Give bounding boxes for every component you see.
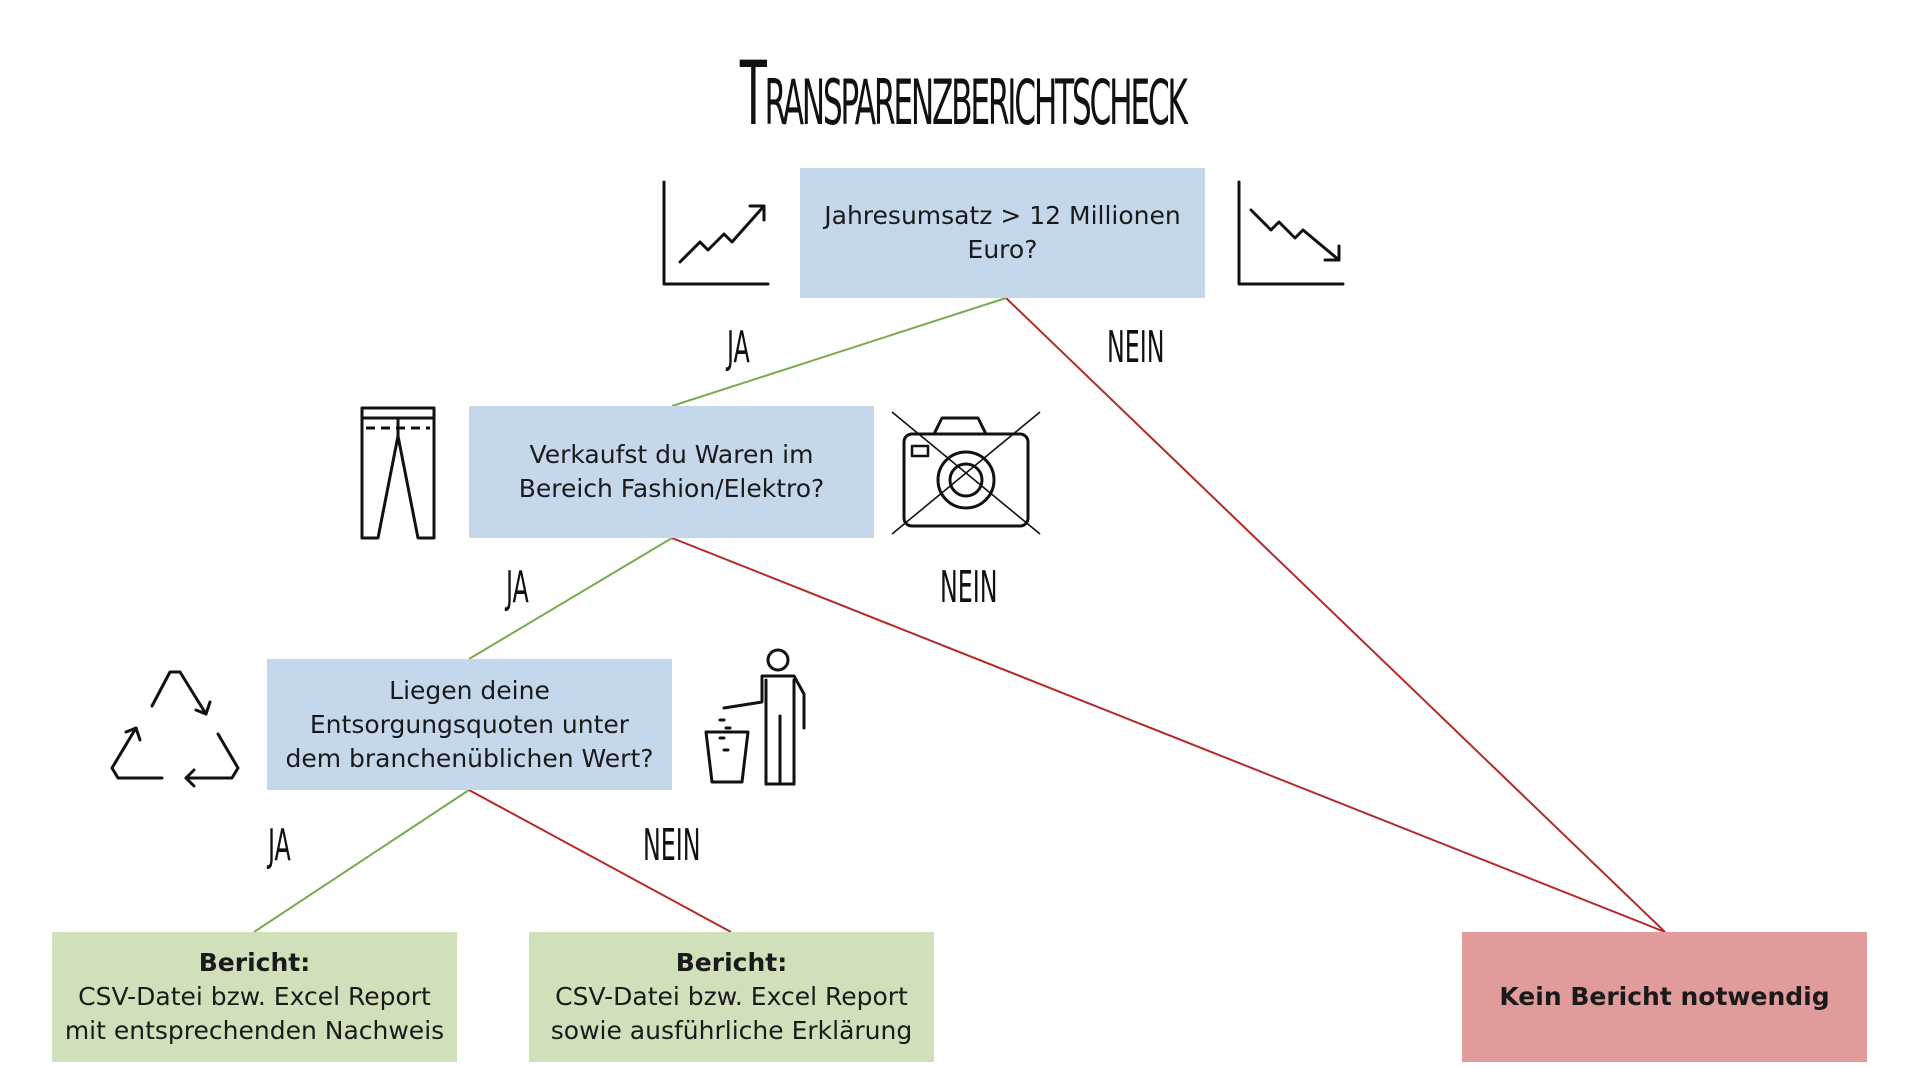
result-heading: Bericht: xyxy=(675,948,788,977)
edge-label-q2-no: NEIN xyxy=(940,562,998,613)
edge-q1-no-line xyxy=(1005,297,1666,933)
question-node-revenue: Jahresumsatz > 12 Millionen Euro? xyxy=(800,168,1205,298)
result-node-no-report: Kein Bericht notwendig xyxy=(1462,932,1867,1062)
result-line: CSV-Datei bzw. Excel Report xyxy=(555,982,908,1011)
result-heading: Bericht: xyxy=(198,948,311,977)
page-title: Transparenzberichtscheck xyxy=(739,42,1188,145)
result-line: sowie ausführliche Erklärung xyxy=(550,1016,913,1045)
edge-q2-yes-line xyxy=(468,537,673,660)
question-text: Jahresumsatz > 12 Millionen Euro? xyxy=(824,201,1181,264)
edge-label-q3-yes: JA xyxy=(268,820,291,871)
edge-label-q1-yes: JA xyxy=(727,322,750,373)
edge-q3-no-line xyxy=(468,789,732,933)
chart-up-icon xyxy=(662,180,770,286)
edge-q1-yes-line xyxy=(671,297,1007,407)
question-node-disposal-rate: Liegen deine Entsorgungsquoten unter dem… xyxy=(267,659,672,790)
edge-label-q3-no: NEIN xyxy=(643,820,701,871)
result-node-report-proof: Bericht: CSV-Datei bzw. Excel Report mit… xyxy=(52,932,457,1062)
edge-label-q2-yes: JA xyxy=(506,562,529,613)
camera-crossed-icon xyxy=(891,411,1041,535)
question-node-fashion-electro: Verkaufst du Waren im Bereich Fashion/El… xyxy=(469,406,874,538)
edge-q2-no-line xyxy=(671,537,1666,933)
question-text: Liegen deine Entsorgungsquoten unter dem… xyxy=(285,675,654,773)
question-text: Verkaufst du Waren im Bereich Fashion/El… xyxy=(518,440,825,503)
result-line: CSV-Datei bzw. Excel Report xyxy=(78,982,431,1011)
result-text: Kein Bericht notwendig xyxy=(1499,982,1830,1011)
edge-q3-yes-line xyxy=(253,789,470,933)
recycle-icon xyxy=(110,670,240,788)
result-node-report-explanation: Bericht: CSV-Datei bzw. Excel Report sow… xyxy=(529,932,934,1062)
person-trash-icon xyxy=(704,648,806,786)
result-line: mit entsprechenden Nachweis xyxy=(64,1016,445,1045)
chart-down-icon xyxy=(1237,180,1345,286)
edge-label-q1-no: NEIN xyxy=(1107,322,1165,373)
trousers-icon xyxy=(360,406,436,540)
